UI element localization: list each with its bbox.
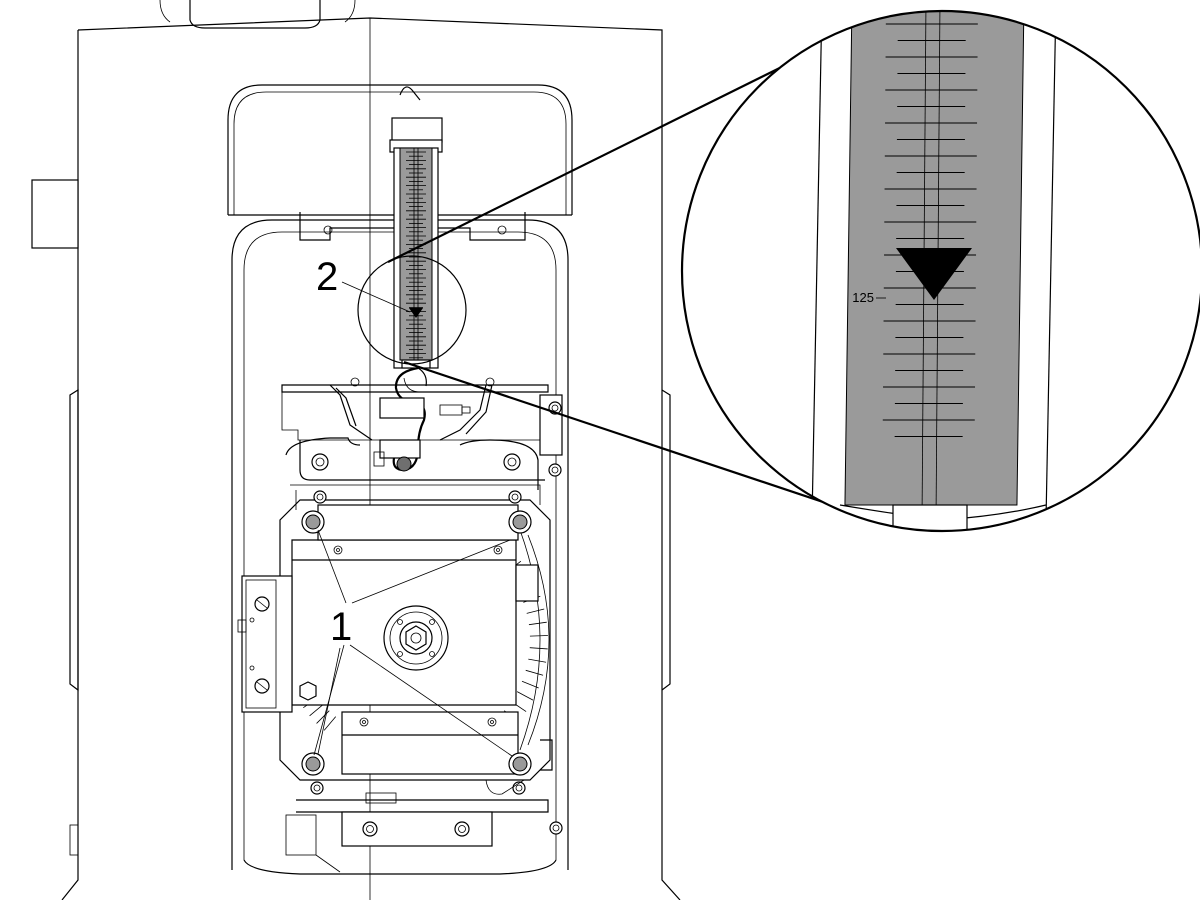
zoom-connector-bottom [403,360,863,517]
fan-fin [526,608,545,614]
zoom-tick-marks [882,23,978,437]
fan-fin [316,710,330,724]
fan-fin [528,621,547,626]
zoom-indicator-arrow [896,248,972,300]
fan-fin [528,658,547,663]
gauge-indicator-arrow [409,308,423,318]
zoom-connector-top [387,53,809,263]
callout-2-label: 2 [316,255,338,299]
mounting-bolts [301,510,532,776]
zoom-detail-view: 125 [680,9,1200,533]
callout-1: 1 [313,529,513,757]
fan-fin [516,691,534,701]
fan-fin [525,669,544,676]
gauge-tick-marks [406,151,426,359]
gauge-assembly [389,86,443,369]
motor-assembly [237,484,553,795]
fan-fin [529,635,548,637]
fan-fin [529,647,548,650]
zoom-scale-reading: 125 [852,290,874,305]
callout-2: 2 [316,255,411,313]
fan-fin [521,680,539,689]
fan-fin [309,703,324,717]
callout-1-label: 1 [330,605,352,649]
s-hook-assembly [329,366,495,472]
bottom-bracket [285,792,563,873]
fan-fin [323,716,337,731]
